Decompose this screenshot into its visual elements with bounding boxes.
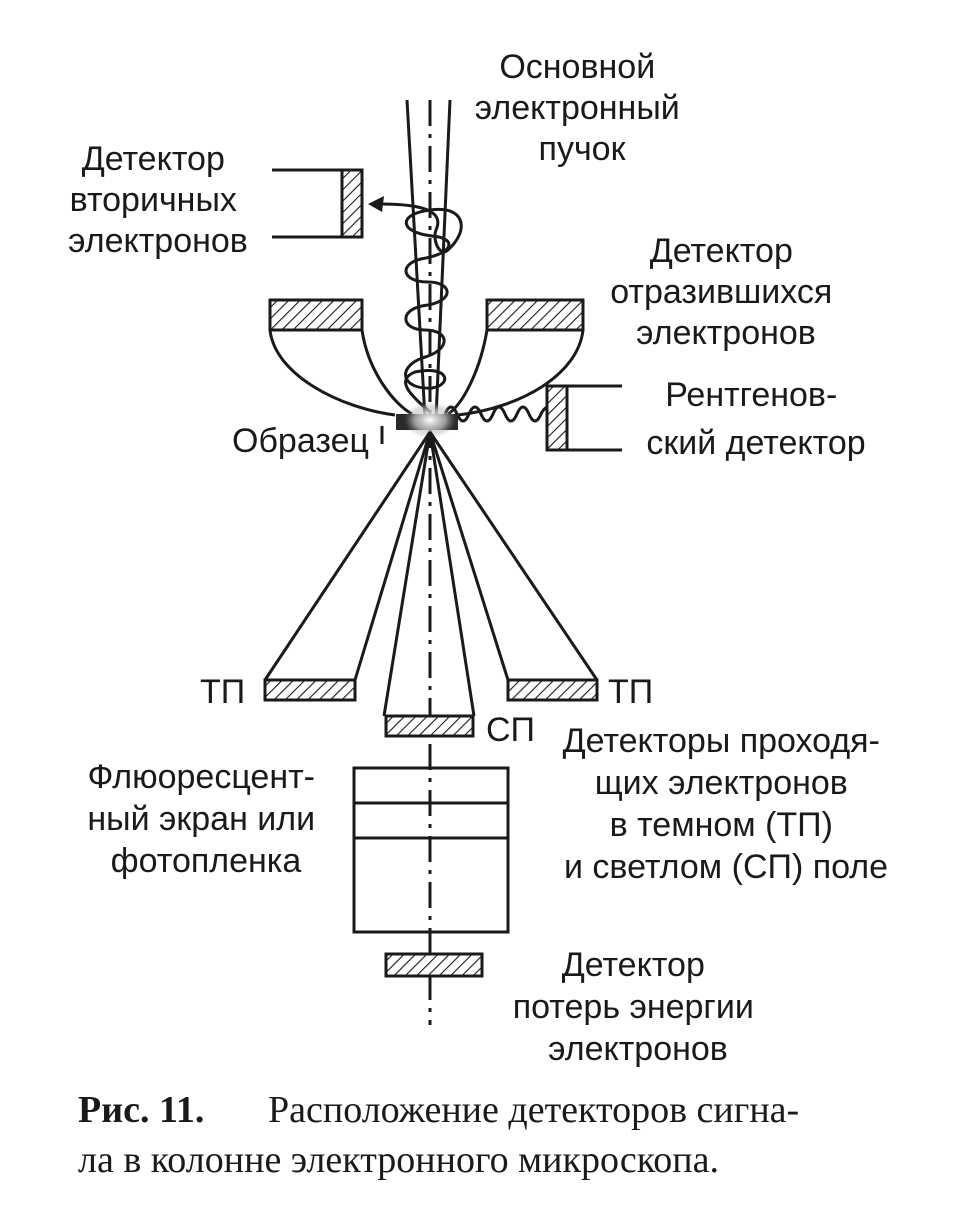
dark-field-left-label: ТП	[200, 673, 245, 711]
secondary-arrow-icon	[368, 196, 384, 212]
secondary-electron-detector	[272, 168, 364, 239]
bright-field-label: СП	[486, 711, 535, 749]
dark-field-right-label: ТП	[608, 673, 653, 711]
transmitted-electron-cone	[263, 431, 599, 717]
secondary-electron-spiral	[379, 202, 463, 414]
fluorescent-screen	[352, 766, 510, 934]
x-ray-detector	[545, 384, 622, 452]
eels-detector-label: Детектор потерь энергии электронов	[513, 946, 764, 1068]
dark-field-detector-right	[506, 678, 599, 702]
dark-field-detector-left	[263, 678, 357, 702]
figure-caption-number: Рис. 11.	[78, 1089, 204, 1131]
sample	[396, 402, 458, 438]
sample-label: Образец	[232, 422, 369, 460]
xray-detector-label: Рентгенов- ский детектор	[646, 376, 865, 462]
bright-field-detector	[384, 714, 475, 738]
transmitted-detectors-label: Детекторы проходя- щих электронов в темн…	[563, 722, 890, 886]
energy-loss-detector	[384, 952, 484, 978]
x-ray-wavy-path	[443, 404, 552, 423]
figure-caption-line1: Расположение детекторов сигна-	[268, 1089, 799, 1131]
screen-label: Флюоресцент- ный экран или фотопленка	[87, 758, 324, 880]
primary-beam-label: Основной электронный пучок	[475, 48, 689, 168]
secondary-detector-label: Детектор вторичных электронов	[68, 140, 248, 260]
figure-caption-line2: ла в колонне электронного микроскопа.	[78, 1139, 719, 1181]
backscatter-detector-label: Детектор отразившихся электронов	[610, 232, 842, 352]
